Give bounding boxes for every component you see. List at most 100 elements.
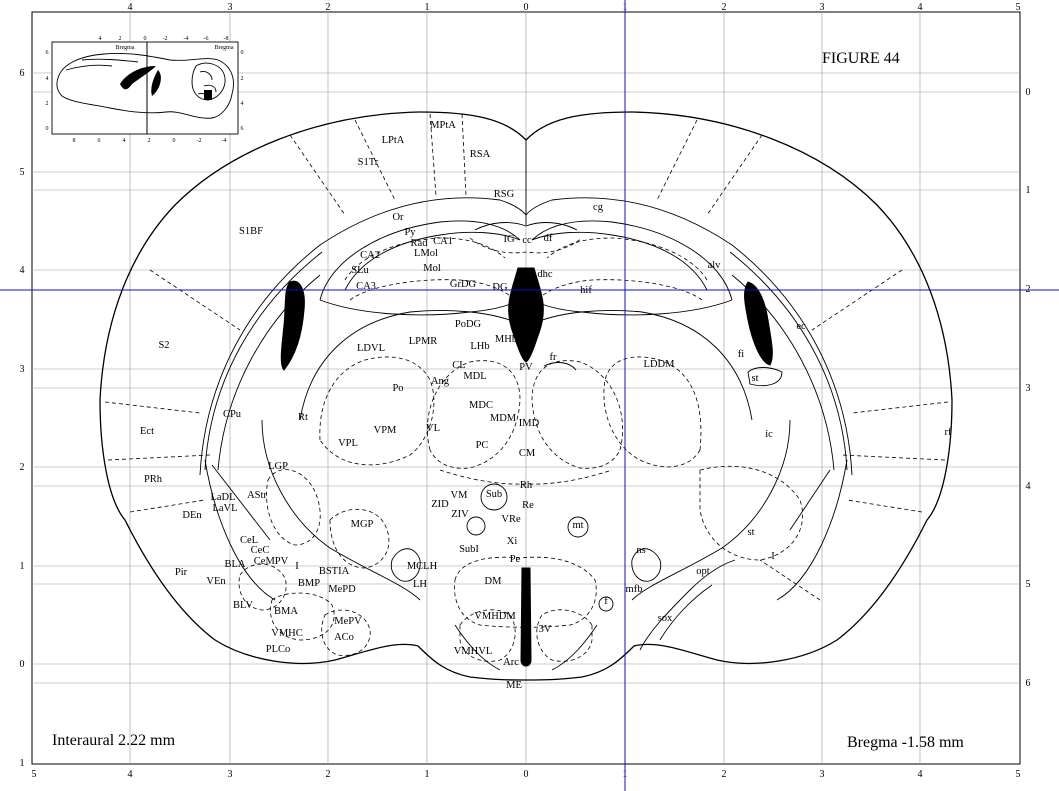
- region-label-s1bf: S1BF: [239, 226, 263, 237]
- region-label-bla: BLA: [225, 559, 246, 570]
- region-label-bma: BMA: [274, 606, 298, 617]
- region-label-me: ME: [506, 680, 522, 691]
- region-label-lhb: LHb: [470, 341, 489, 352]
- region-label-ven: VEn: [206, 576, 226, 587]
- region-label-imd: IMD: [519, 418, 540, 429]
- region-label-pir: Pir: [175, 567, 188, 578]
- inset-top-tick: 4: [99, 36, 102, 42]
- bottom-tick: 0: [524, 769, 529, 780]
- region-label-ziv: ZIV: [451, 509, 469, 520]
- inset-right-tick: 0: [241, 50, 244, 56]
- region-label-lh: LH: [413, 579, 427, 590]
- inset-right-tick: 4: [241, 101, 244, 107]
- top-tick: 5: [1016, 2, 1021, 13]
- region-label-vmhdm: VMHDM: [474, 611, 516, 622]
- region-label-vmhc: VMHC: [271, 628, 303, 639]
- region-label-st: st: [747, 527, 754, 538]
- region-label-mt: mt: [572, 520, 583, 531]
- region-label-aco: ACo: [334, 632, 354, 643]
- left-tick: 6: [20, 68, 25, 79]
- region-label-mpta: MPtA: [430, 120, 456, 131]
- region-label-lddm: LDDM: [644, 359, 676, 370]
- third-ventricle: [520, 567, 532, 667]
- region-label-ic: ic: [765, 429, 773, 440]
- region-label-blv: BLV: [233, 600, 253, 611]
- inset-top-tick: -4: [184, 36, 189, 42]
- region-label-i: I: [295, 561, 299, 572]
- region-label-cl: CL: [452, 360, 465, 371]
- region-label-or: Or: [392, 212, 404, 223]
- right-tick: 5: [1026, 579, 1031, 590]
- region-label-rad: Rad: [411, 238, 429, 249]
- left-tick: 3: [20, 364, 25, 375]
- region-label-ang: Ang: [431, 376, 450, 387]
- region-label-vmhvl: VMHVL: [454, 646, 493, 657]
- region-label-i: I: [771, 551, 775, 562]
- region-label-rf: rf: [945, 427, 952, 438]
- region-label-astr: AStr: [247, 490, 267, 501]
- region-label-dm: DM: [485, 576, 503, 587]
- region-label-mepd: MePD: [328, 584, 356, 595]
- left-tick: 1: [20, 758, 25, 769]
- region-label-vre: VRe: [501, 514, 521, 525]
- left-tick: 0: [20, 659, 25, 670]
- region-label-vm: VM: [451, 490, 469, 501]
- region-label-grdg: GrDG: [450, 279, 477, 290]
- region-label-sub: Sub: [486, 489, 502, 500]
- region-label-fi: fi: [738, 349, 744, 360]
- region-label-pc: PC: [476, 440, 489, 451]
- region-label-cpu: CPu: [223, 409, 242, 420]
- region-label-cempv: CeMPV: [254, 556, 289, 567]
- bottom-tick: 1: [425, 769, 430, 780]
- region-label-py: Py: [404, 227, 416, 238]
- region-label-mepv: MePV: [334, 616, 362, 627]
- left-scale: 6 5 4 3 2 1 0 1: [20, 68, 25, 769]
- region-label-ladl: LaDL: [210, 492, 235, 503]
- inset-top-tick: 0: [144, 36, 147, 42]
- top-tick: 1: [425, 2, 430, 13]
- region-label-podg: PoDG: [455, 319, 482, 330]
- left-lateral-ventricle: [280, 280, 305, 371]
- top-tick: 2: [722, 2, 727, 13]
- region-label-ldvl: LDVL: [357, 343, 385, 354]
- right-tick: 6: [1026, 678, 1031, 689]
- region-label-re: Re: [522, 500, 534, 511]
- region-label-st: st: [751, 373, 758, 384]
- bottom-tick: 5: [32, 769, 37, 780]
- region-label-sox: sox: [658, 613, 673, 624]
- top-tick: 4: [128, 2, 133, 13]
- right-lateral-ventricle: [744, 281, 773, 366]
- region-label-cec: CeC: [251, 545, 270, 556]
- region-label-fr: fr: [550, 352, 557, 363]
- region-label-ig: IG: [503, 234, 514, 245]
- inset-bottom-tick: 6: [98, 138, 101, 144]
- region-label-lpta: LPtA: [382, 135, 405, 146]
- region-label-s2: S2: [158, 340, 169, 351]
- coronal-section: [99, 111, 953, 681]
- inset-bregma-label: Bregma: [116, 45, 135, 51]
- region-label-mclh: MCLH: [407, 561, 438, 572]
- left-tick: 2: [20, 462, 25, 473]
- top-tick: 0: [524, 2, 529, 13]
- region-label-s1tr: S1Tr: [358, 157, 379, 168]
- region-label-lmol: LMol: [414, 248, 438, 259]
- region-label-dg: DG: [492, 282, 508, 293]
- region-label-cm: CM: [519, 448, 536, 459]
- top-tick: 3: [820, 2, 825, 13]
- region-label-cel: CeL: [240, 535, 258, 546]
- region-label-zid: ZID: [431, 499, 449, 510]
- region-label-arc: Arc: [503, 657, 519, 668]
- region-label-dhc: dhc: [537, 269, 553, 280]
- bottom-scale: 5 4 3 2 1 0 1 2 3 4 5: [32, 769, 1021, 780]
- region-label-lpmr: LPMR: [409, 336, 438, 347]
- inset-bottom-tick: 0: [173, 138, 176, 144]
- region-label-vpl: VPL: [338, 438, 358, 449]
- region-label-bstia: BSTIA: [319, 566, 350, 577]
- left-tick: 1: [20, 561, 25, 572]
- inset-bottom-tick: 4: [123, 138, 126, 144]
- region-label-ns: ns: [636, 545, 645, 556]
- region-label-mgp: MGP: [351, 519, 374, 530]
- left-tick: 5: [20, 167, 25, 178]
- region-label-bmp: BMP: [298, 578, 320, 589]
